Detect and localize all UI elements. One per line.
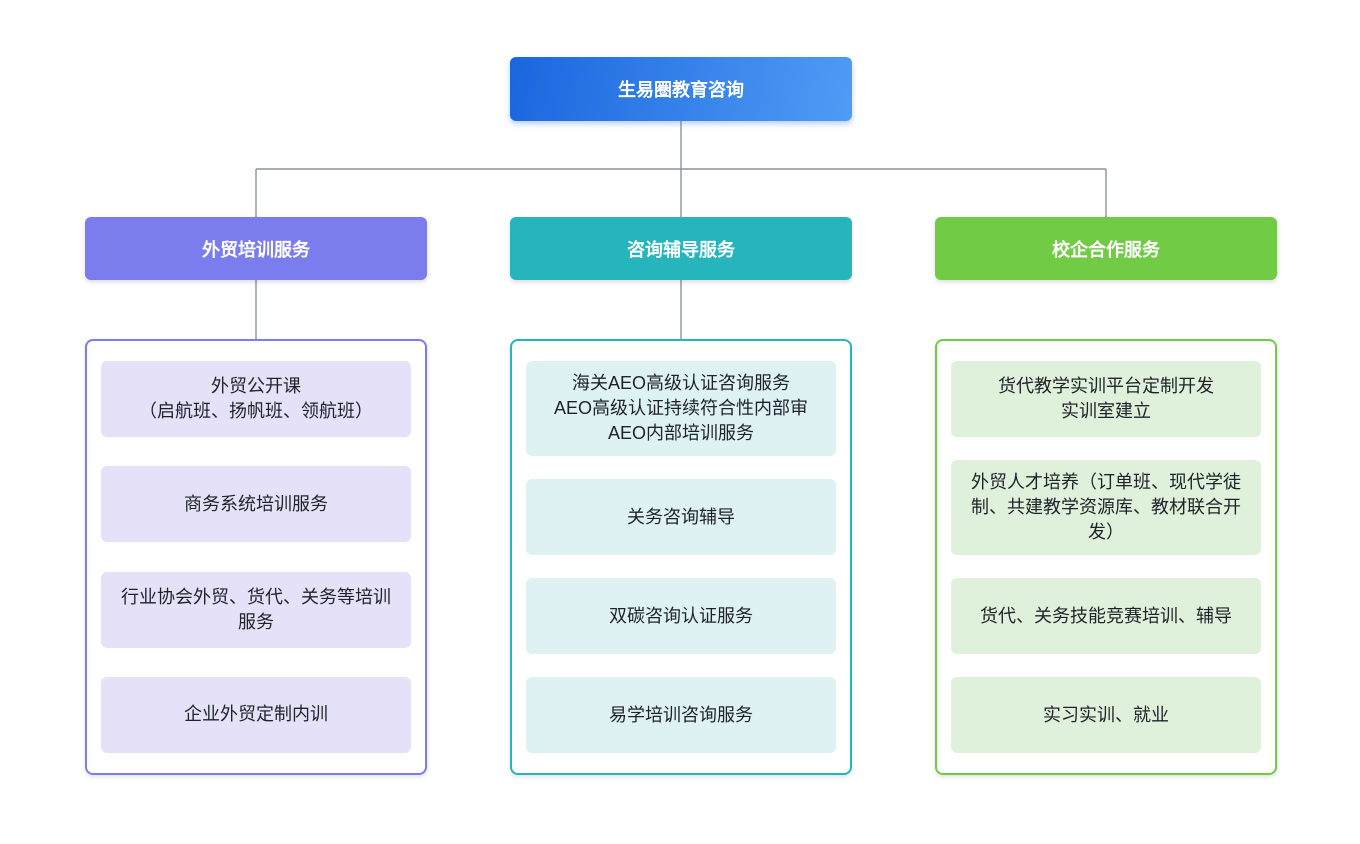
service-item: 易学培训咨询服务 [526, 677, 836, 753]
service-item: 双碳咨询认证服务 [526, 578, 836, 654]
branch-container-consulting-coaching: 海关AEO高级认证咨询服务 AEO高级认证持续符合性内部审 AEO内部培训服务 … [510, 339, 852, 775]
branch-container-foreign-trade-training: 外贸公开课 （启航班、扬帆班、领航班） 商务系统培训服务 行业协会外贸、货代、关… [85, 339, 427, 775]
root-node: 生易圈教育咨询 [510, 57, 852, 121]
service-item: 货代教学实训平台定制开发 实训室建立 [951, 361, 1261, 437]
service-item: 外贸公开课 （启航班、扬帆班、领航班） [101, 361, 411, 437]
branch-header-foreign-trade-training: 外贸培训服务 [85, 217, 427, 280]
service-item: 外贸人才培养（订单班、现代学徒制、共建教学资源库、教材联合开发） [951, 460, 1261, 555]
service-item: 关务咨询辅导 [526, 479, 836, 555]
branch-container-school-enterprise-cooperation: 货代教学实训平台定制开发 实训室建立 外贸人才培养（订单班、现代学徒制、共建教学… [935, 339, 1277, 775]
branch-header-label: 咨询辅导服务 [627, 239, 735, 260]
root-node-label: 生易圈教育咨询 [618, 80, 744, 100]
service-item: 商务系统培训服务 [101, 466, 411, 543]
branch-header-consulting-coaching: 咨询辅导服务 [510, 217, 852, 280]
service-item: 货代、关务技能竞赛培训、辅导 [951, 578, 1261, 654]
branch-header-label: 校企合作服务 [1052, 239, 1160, 260]
service-item: 海关AEO高级认证咨询服务 AEO高级认证持续符合性内部审 AEO内部培训服务 [526, 361, 836, 456]
service-item: 企业外贸定制内训 [101, 676, 411, 753]
branch-header-school-enterprise-cooperation: 校企合作服务 [935, 217, 1277, 280]
service-item: 行业协会外贸、货代、关务等培训服务 [101, 571, 411, 648]
branch-header-label: 外贸培训服务 [202, 239, 310, 260]
service-item: 实习实训、就业 [951, 677, 1261, 753]
